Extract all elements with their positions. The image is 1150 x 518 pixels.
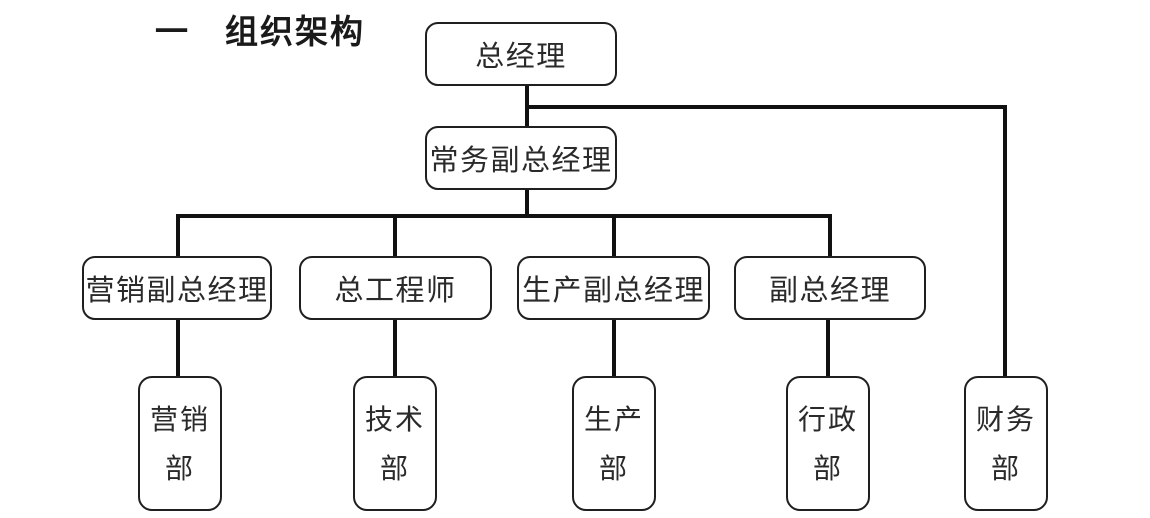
level3-distribution-bar <box>176 214 832 218</box>
edge-deputy-gm-to-admin-dept <box>826 318 830 378</box>
node-label: 总经理 <box>475 39 567 73</box>
node-label: 营销副总经理 <box>85 273 269 307</box>
node-label: 财务 部 <box>975 402 1036 485</box>
edge-evp-to-deputy-gm <box>828 214 832 258</box>
node-chief-engineer[interactable]: 总工程师 <box>299 256 492 320</box>
node-label: 行政 部 <box>797 402 858 485</box>
node-general-manager[interactable]: 总经理 <box>425 22 617 86</box>
edge-evp-to-chief-engineer <box>393 214 397 258</box>
node-marketing-department[interactable]: 营销 部 <box>138 376 222 511</box>
edge-chief-engineer-to-tech-dept <box>393 318 397 378</box>
edge-sales-vp-to-sales-dept <box>176 318 180 378</box>
node-finance-department[interactable]: 财务 部 <box>964 376 1048 511</box>
node-production-vice-general-manager[interactable]: 生产副总经理 <box>517 256 710 320</box>
node-marketing-vice-general-manager[interactable]: 营销副总经理 <box>82 256 272 320</box>
node-label: 技术 部 <box>364 402 425 485</box>
node-production-department[interactable]: 生产 部 <box>572 376 656 511</box>
node-label: 总工程师 <box>334 273 457 307</box>
edge-production-vp-to-production-dept <box>612 318 616 378</box>
node-technology-department[interactable]: 技术 部 <box>353 376 437 511</box>
node-label: 常务副总经理 <box>429 143 613 177</box>
node-label: 生产副总经理 <box>521 273 705 307</box>
edge-evp-stem <box>525 190 529 218</box>
edge-evp-to-sales-vp <box>176 214 180 258</box>
node-administration-department[interactable]: 行政 部 <box>786 376 870 511</box>
page-title: 一 组织架构 <box>155 12 365 51</box>
node-executive-vice-general-manager[interactable]: 常务副总经理 <box>425 126 617 190</box>
edge-gm-to-finance-horizontal <box>525 105 1007 109</box>
node-vice-general-manager[interactable]: 副总经理 <box>734 256 926 320</box>
node-label: 生产 部 <box>583 402 644 485</box>
node-label: 副总经理 <box>768 273 891 307</box>
edge-gm-to-finance-vertical <box>1003 105 1007 378</box>
edge-evp-to-production-vp <box>612 214 616 258</box>
node-label: 营销 部 <box>149 402 210 485</box>
